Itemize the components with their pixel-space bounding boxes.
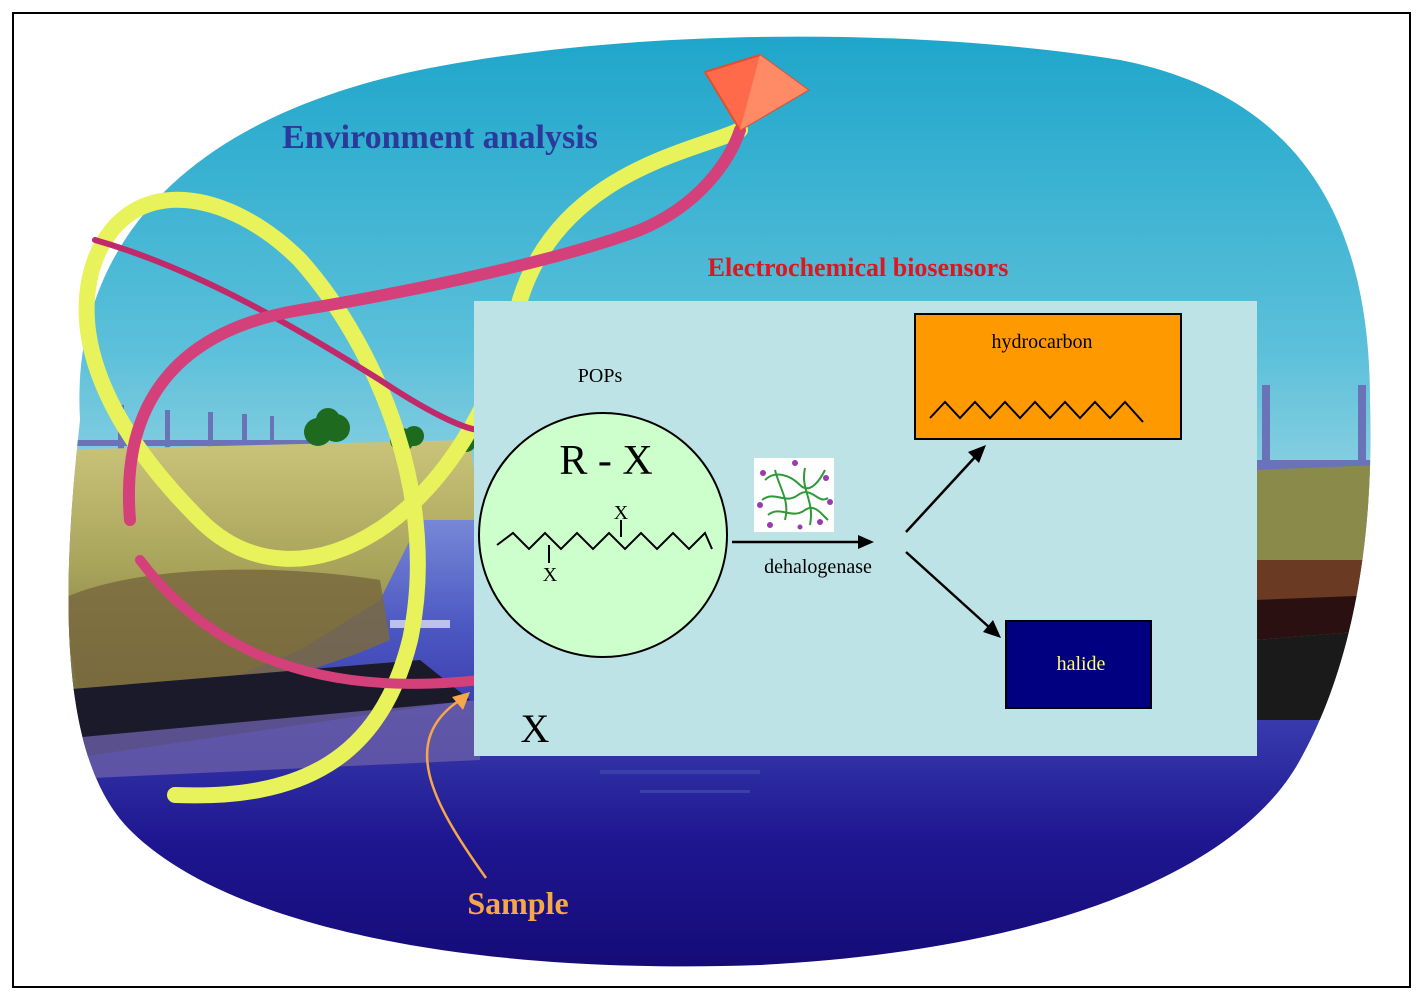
hydrocarbon-label: hydrocarbon (991, 331, 1092, 353)
title: Environment analysis (282, 119, 598, 156)
sample-arrow (425, 698, 488, 879)
formula-label: R - X (559, 438, 652, 484)
sample-label: Sample (467, 885, 568, 921)
halide-box (1005, 620, 1152, 709)
pops-label: POPs (578, 365, 623, 387)
arrow-to-halide (905, 551, 991, 629)
subtitle: Electrochemical biosensors (708, 253, 1009, 282)
free-halogen-label: X (521, 706, 550, 751)
pops-circle (478, 412, 728, 658)
kite-icon (703, 53, 810, 132)
pops-molecule-chain (496, 531, 713, 551)
hydrocarbon-chain (929, 400, 1144, 423)
protein-structure-icon (754, 458, 834, 532)
substituent-bottom: X (543, 564, 558, 586)
substituent-top: X (614, 502, 629, 524)
enzyme-label: dehalogenase (764, 556, 872, 578)
halide-label: halide (1057, 653, 1106, 675)
arrow-to-hydrocarbon (905, 455, 977, 533)
